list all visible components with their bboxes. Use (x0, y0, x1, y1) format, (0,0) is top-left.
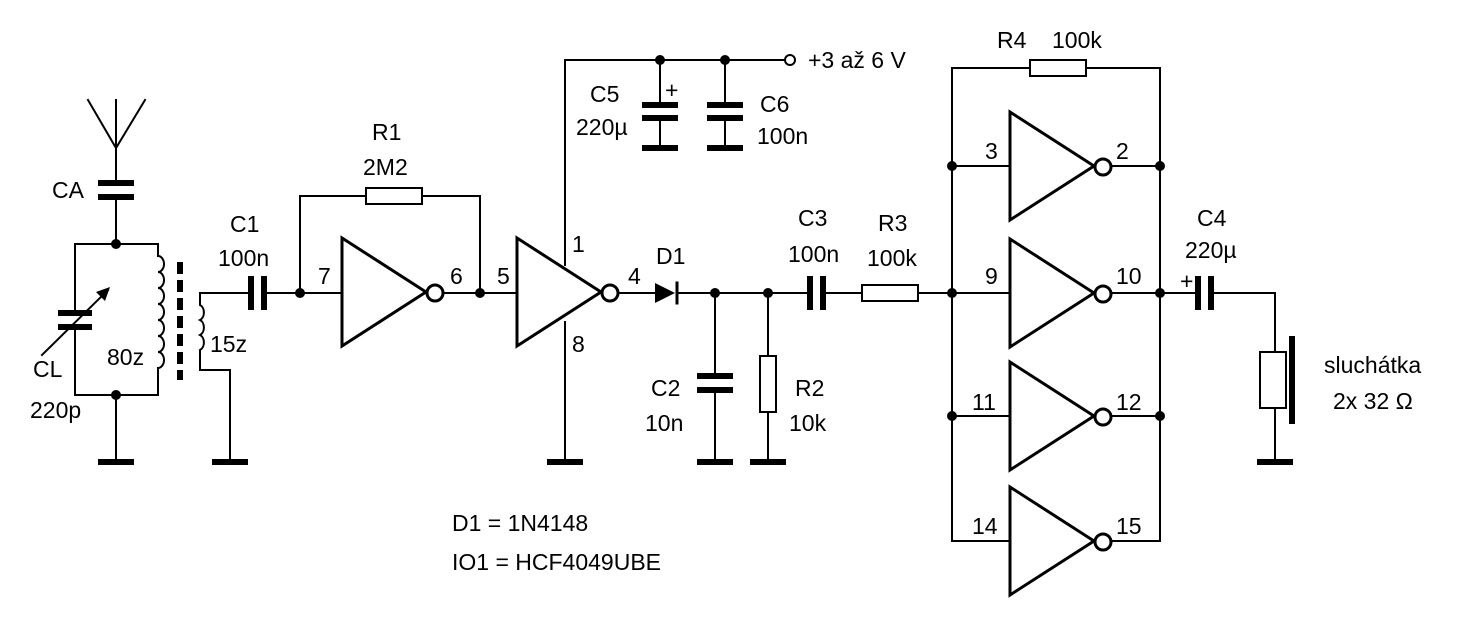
label-r1-value: 2M2 (363, 154, 408, 180)
inverter-gate-5 (1008, 359, 1113, 473)
label-d1: D1 (656, 243, 685, 269)
label-r3-value: 100k (867, 245, 917, 271)
label-c5-plus: + (665, 77, 678, 103)
capacitor-c5 (642, 59, 678, 151)
capacitor-c6 (707, 59, 743, 151)
label-c1-value: 100n (218, 245, 269, 271)
label-r2-value: 10k (789, 410, 827, 436)
label-c6: C6 (760, 91, 789, 117)
label-c1: C1 (230, 211, 259, 237)
pin-6: 6 (450, 263, 463, 289)
label-c2-value: 10n (645, 410, 683, 436)
label-c2: C2 (651, 375, 680, 401)
note-d1: D1 = 1N4148 (452, 510, 588, 536)
pin-2: 2 (1116, 138, 1129, 164)
resistor-r2 (750, 292, 786, 465)
headphones-symbol (1259, 336, 1295, 424)
inverter-gate-2 (515, 235, 620, 349)
label-c4: C4 (1197, 205, 1227, 231)
pin-8: 8 (572, 331, 585, 357)
diode-d1 (655, 281, 679, 305)
capacitor-c2 (697, 292, 733, 465)
inverter-gate-3 (1008, 109, 1113, 223)
label-c6-value: 100n (757, 123, 808, 149)
label-r2: R2 (795, 375, 824, 401)
label-cl-value: 220p (30, 397, 81, 423)
note-io1: IO1 = HCF4049UBE (452, 549, 661, 575)
label-c3-value: 100n (788, 241, 839, 267)
label-ca: CA (52, 177, 85, 203)
label-supply: +3 až 6 V (808, 47, 906, 73)
resistor-r3 (861, 284, 919, 302)
capacitor-c3 (807, 276, 826, 310)
antenna (86, 98, 147, 181)
pin-10: 10 (1116, 263, 1142, 289)
label-c4-plus: + (1180, 268, 1193, 294)
coil-primary (157, 243, 165, 396)
coil-secondary (197, 292, 231, 463)
pin-4: 4 (628, 263, 641, 289)
label-c4-value: 220µ (1185, 237, 1237, 263)
label-r4-value: 100k (1052, 27, 1102, 53)
label-c5-value: 220µ (576, 114, 628, 140)
pin-15: 15 (1116, 513, 1142, 539)
pin-1: 1 (572, 231, 585, 257)
pin-11: 11 (972, 389, 996, 415)
label-r4: R4 (997, 27, 1027, 53)
variable-capacitor-cl (40, 287, 110, 357)
resistor-r4 (1029, 59, 1087, 77)
label-r1: R1 (372, 119, 401, 145)
inverter-gate-6 (1008, 484, 1113, 598)
pin-12: 12 (1116, 389, 1142, 415)
capacitor-c4 (1195, 276, 1214, 310)
inverter-gate-1 (340, 235, 445, 349)
label-coil-80z: 80z (107, 344, 144, 370)
label-headphones-spec: 2x 32 Ω (1333, 388, 1413, 414)
pin-3: 3 (985, 138, 998, 164)
pin-14: 14 (972, 513, 998, 539)
pin-5: 5 (497, 263, 510, 289)
pin-7: 7 (318, 263, 331, 289)
label-r3: R3 (878, 210, 907, 236)
label-headphones: sluchátka (1324, 352, 1421, 378)
supply-terminal (784, 54, 796, 66)
label-coil-15z: 15z (210, 331, 247, 357)
resistor-r1 (365, 187, 423, 205)
pin-9: 9 (985, 263, 998, 289)
capacitor-ca (98, 180, 134, 245)
label-c5: C5 (590, 81, 619, 107)
capacitor-c1 (248, 276, 267, 310)
label-cl: CL (33, 356, 63, 382)
label-c3: C3 (798, 205, 827, 231)
inverter-gate-4 (1008, 236, 1113, 350)
